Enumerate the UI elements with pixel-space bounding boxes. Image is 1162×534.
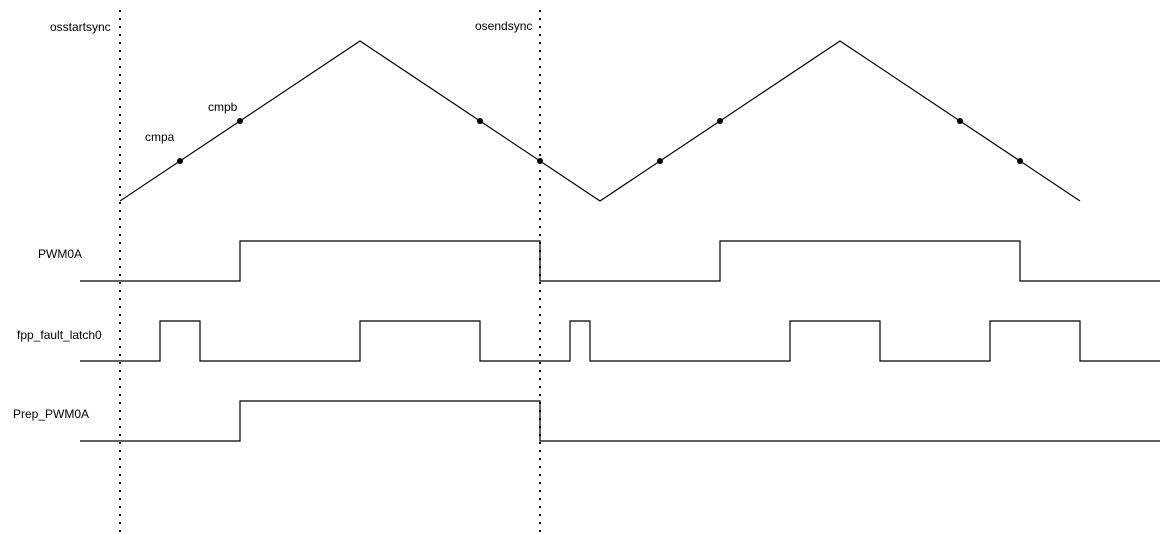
cmpb-point (957, 118, 963, 124)
carrier-waveform (119, 40, 1081, 202)
cmpa-point (1017, 158, 1023, 164)
cmpa-label: cmpa (145, 130, 175, 144)
prep-pwm0a-trace (80, 400, 1160, 442)
pwm0a-label: PWM0A (38, 247, 82, 261)
cmpa-point (657, 158, 663, 164)
cmpb-point (717, 118, 723, 124)
cmpa-point (177, 158, 183, 164)
osendsync-label: osendsync (475, 19, 532, 33)
cmpb-point (477, 118, 483, 124)
prep-pwm0a-label: Prep_PWM0A (13, 407, 89, 421)
osstartsync-label: osstartsync (50, 20, 111, 34)
fpp-fault-latch0-trace (80, 320, 1160, 362)
cmpa-point (537, 158, 543, 164)
fpp-fault-latch0-label: fpp_fault_latch0 (17, 328, 102, 342)
cmpb-label: cmpb (208, 100, 238, 114)
pwm0a-trace (80, 240, 1160, 282)
cmpb-point (237, 118, 243, 124)
